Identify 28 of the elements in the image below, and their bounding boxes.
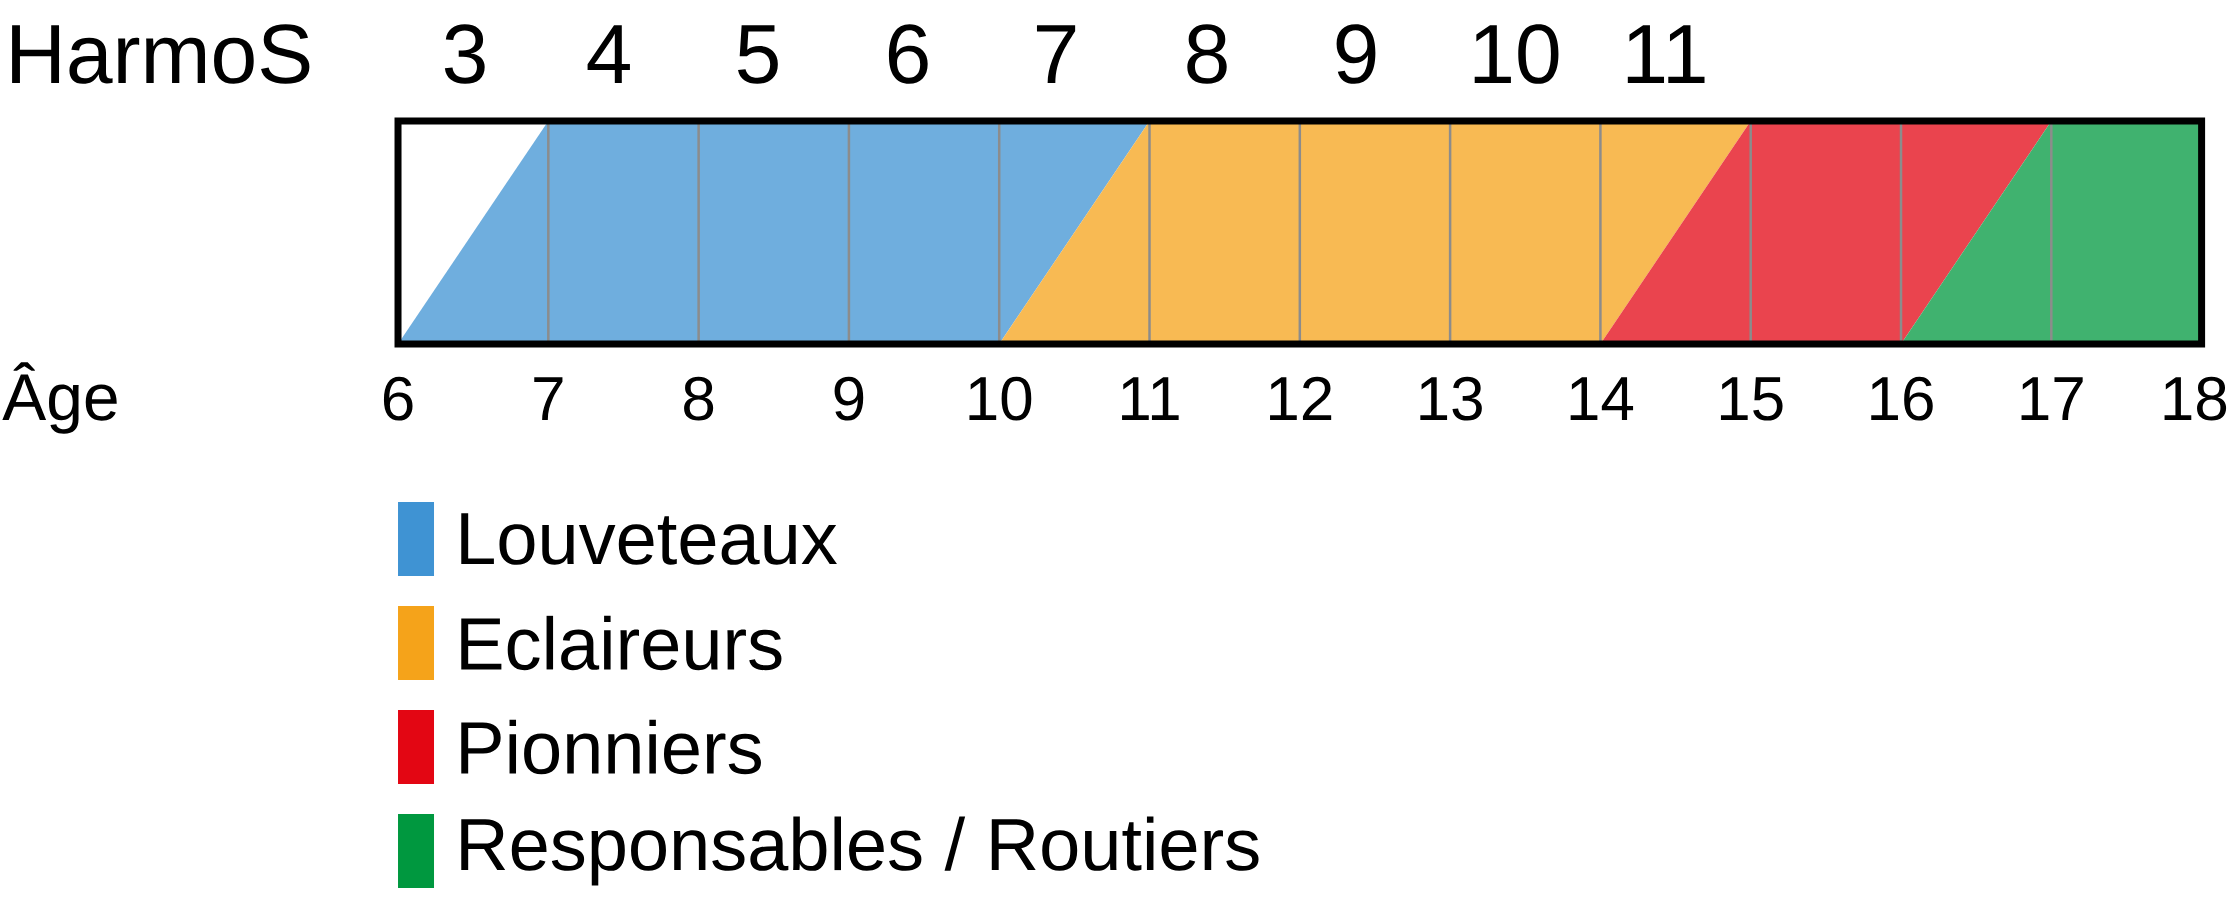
legend-label: Pionniers (461, 719, 761, 775)
age-number: 13 (1420, 376, 1482, 421)
age-number: 16 (1871, 376, 1933, 421)
grade-number: 4 (587, 25, 630, 83)
age-number: 7 (534, 377, 563, 420)
grade-number: 3 (444, 24, 485, 84)
age-number: 15 (1720, 377, 1783, 421)
grade-number: 5 (738, 25, 778, 84)
axis-title: HarmoS (12, 24, 310, 84)
grade-number: 9 (1336, 24, 1376, 84)
legend-label: Responsables / Routiers (461, 816, 1259, 886)
age-number: 6 (383, 376, 413, 421)
age-number: 17 (2021, 377, 2083, 420)
age-number: 12 (1270, 376, 1332, 420)
age-number: 10 (969, 376, 1032, 421)
age-number: 11 (1122, 377, 1179, 420)
age-number: 18 (2164, 376, 2227, 421)
grade-number: 11 (1627, 25, 1705, 83)
legend-label: Louveteaux (461, 513, 837, 565)
grade-number: 6 (888, 24, 928, 84)
age-number: 9 (834, 376, 864, 421)
age-number: 8 (684, 376, 714, 421)
grade-number: 10 (1474, 24, 1559, 84)
grade-number: 7 (1036, 25, 1076, 83)
axis-title: Âge (2, 362, 117, 434)
grade-number: 8 (1187, 24, 1227, 84)
legend-label: Eclaireurs (461, 615, 782, 671)
age-number: 14 (1570, 377, 1634, 420)
